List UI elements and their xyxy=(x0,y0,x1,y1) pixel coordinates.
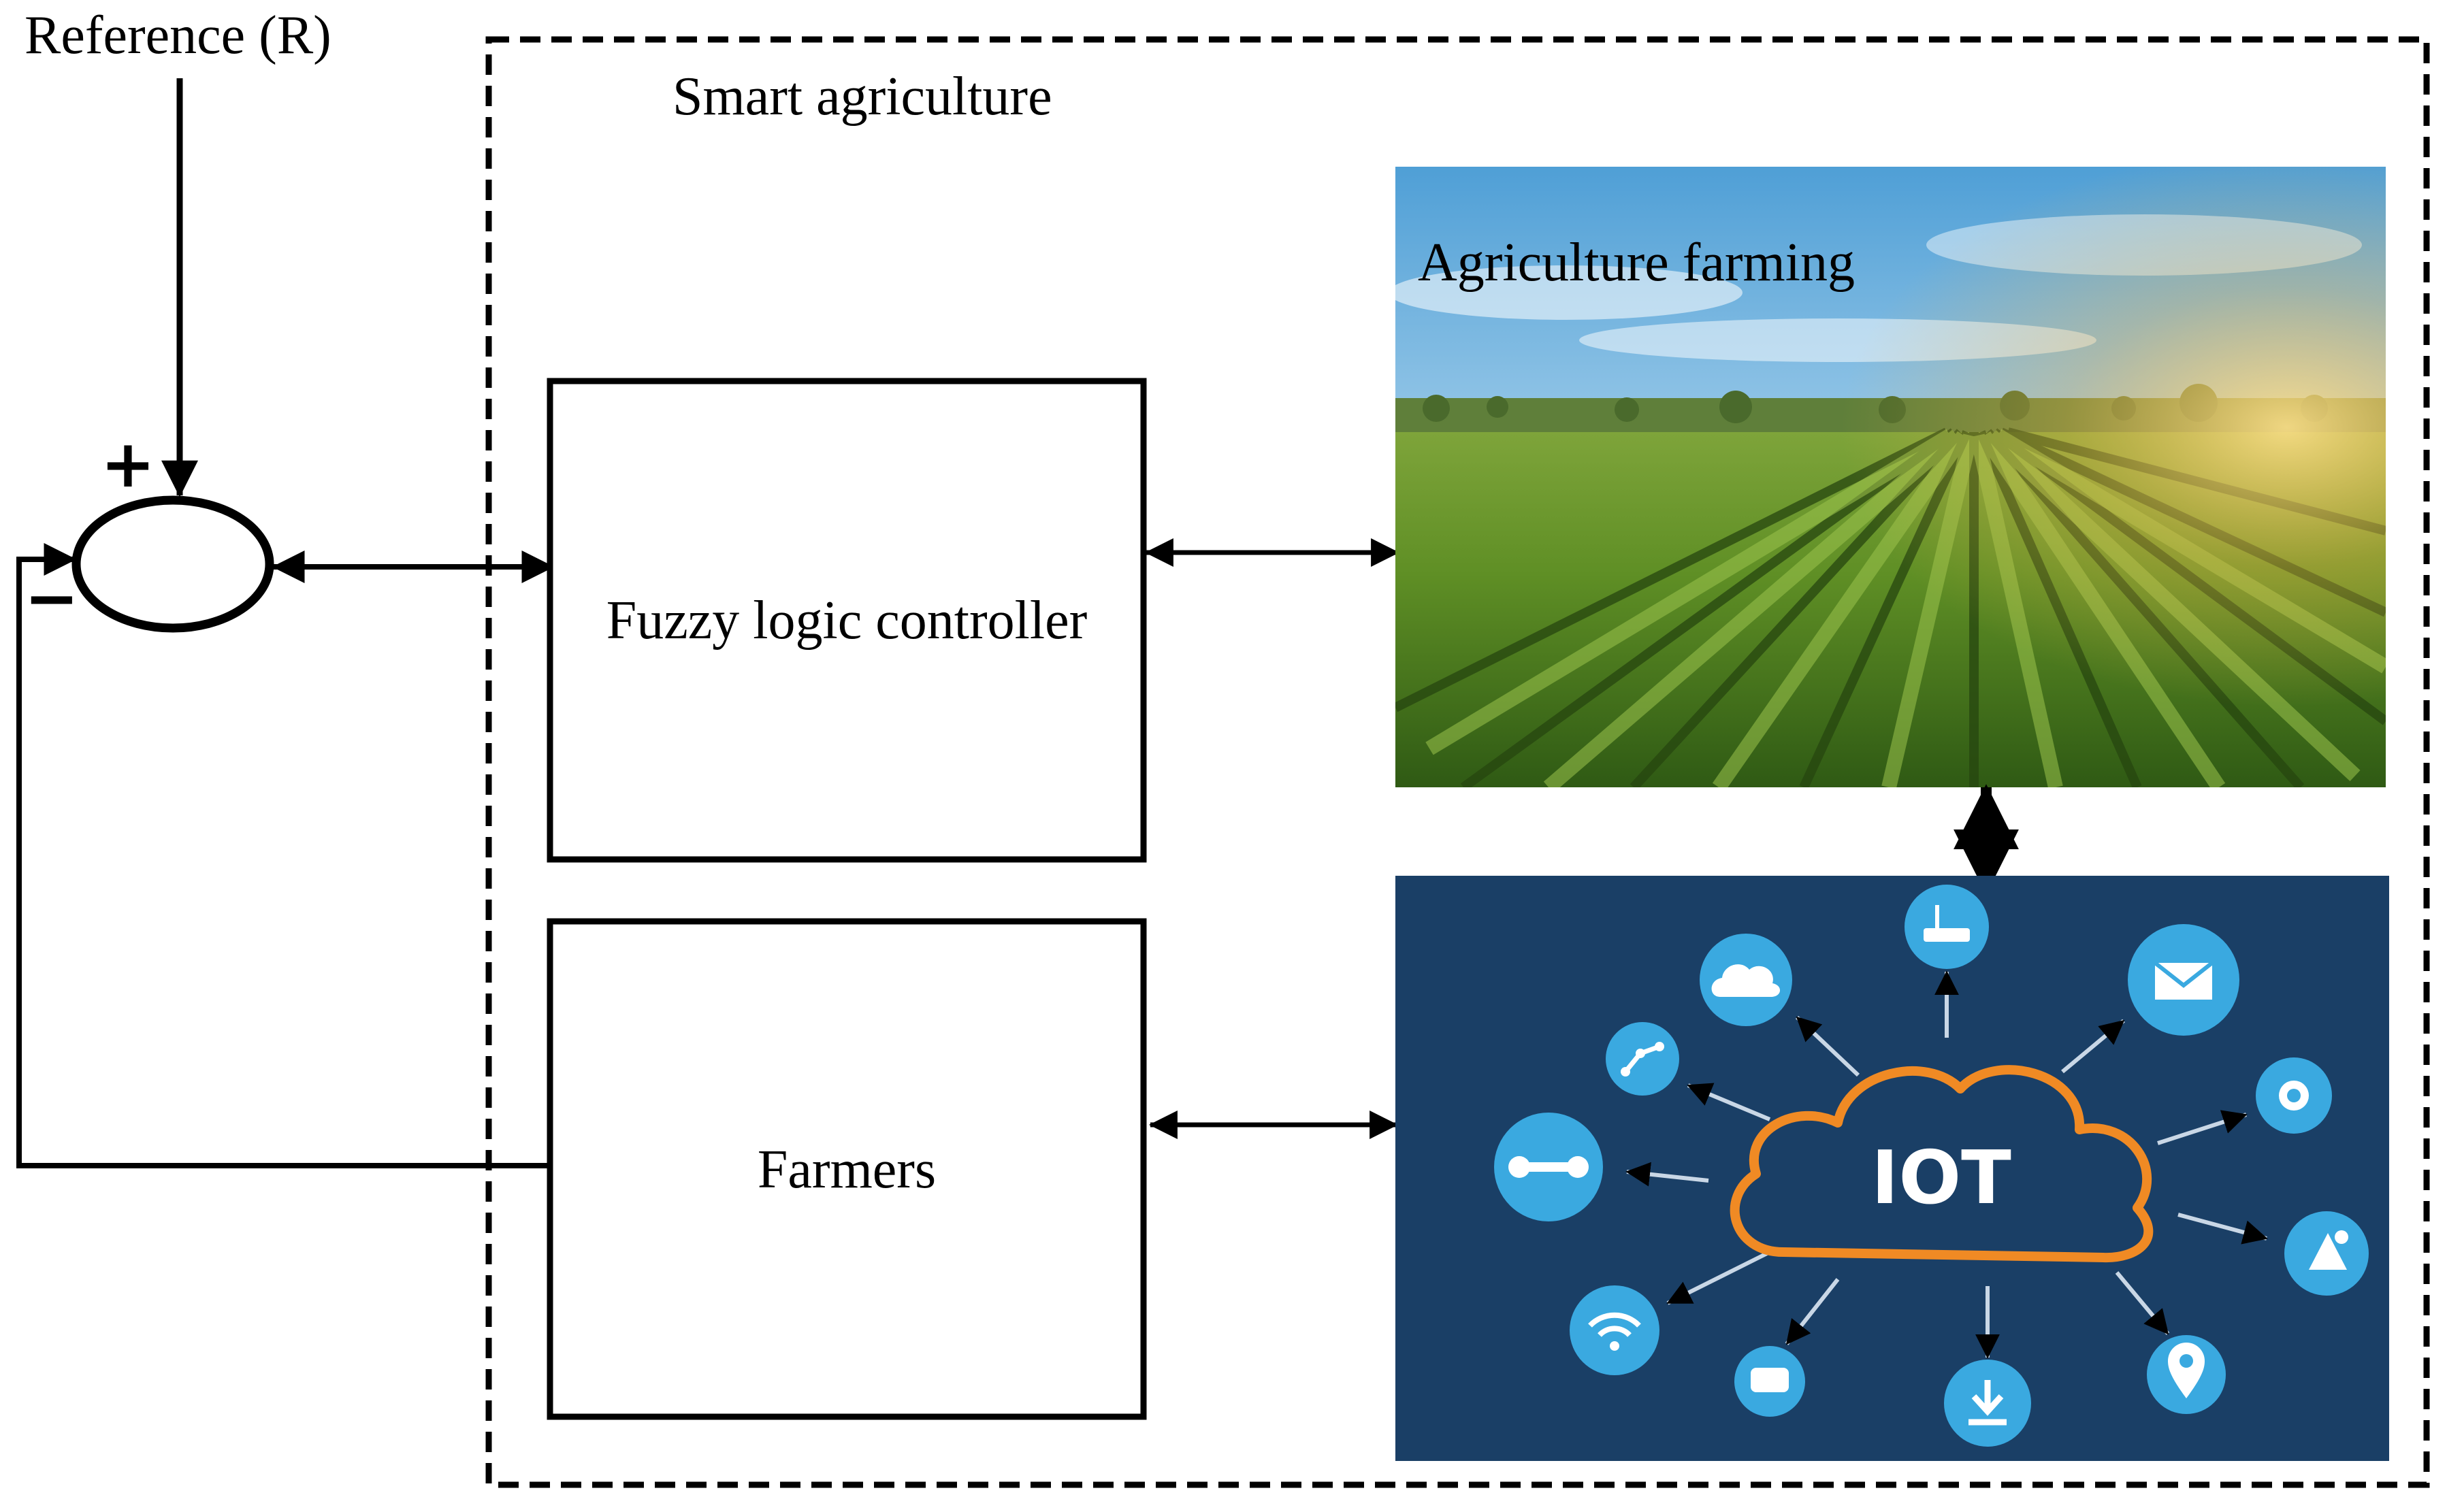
boundary-label: Smart agriculture xyxy=(672,67,1052,127)
graph-icon xyxy=(1606,1022,1679,1096)
farmers-label: Farmers xyxy=(758,1140,936,1200)
fuzzy-logic-controller-label: Fuzzy logic controller xyxy=(606,591,1087,651)
location-icon xyxy=(2147,1335,2226,1414)
feedback-path xyxy=(16,543,550,1168)
agriculture-farming-label: Agriculture farming xyxy=(1418,233,1855,293)
tools-icon xyxy=(1494,1113,1603,1221)
farmers-block xyxy=(547,918,1147,1420)
reference-label: Reference (R) xyxy=(25,5,331,65)
summing-junction xyxy=(71,495,274,633)
plus-sign: + xyxy=(101,426,155,502)
chat-icon xyxy=(1734,1346,1805,1417)
wifi-icon xyxy=(1570,1285,1659,1375)
agriculture-farming-image xyxy=(1395,167,2386,787)
camera-icon xyxy=(2256,1057,2332,1134)
minus-sign: − xyxy=(25,560,79,636)
iot-cloud xyxy=(1730,1065,2154,1263)
router-icon xyxy=(1905,885,1989,969)
satellite-icon xyxy=(2284,1211,2369,1296)
cloud-icon xyxy=(1700,934,1792,1026)
iot-label: IOT xyxy=(1871,1136,2011,1221)
fuzzy-logic-controller-block xyxy=(547,378,1147,863)
iot-image: IOT xyxy=(1395,876,2389,1461)
download-icon xyxy=(1944,1360,2031,1447)
mail-icon xyxy=(2128,924,2239,1036)
smart-agriculture-boundary xyxy=(485,36,2430,1488)
